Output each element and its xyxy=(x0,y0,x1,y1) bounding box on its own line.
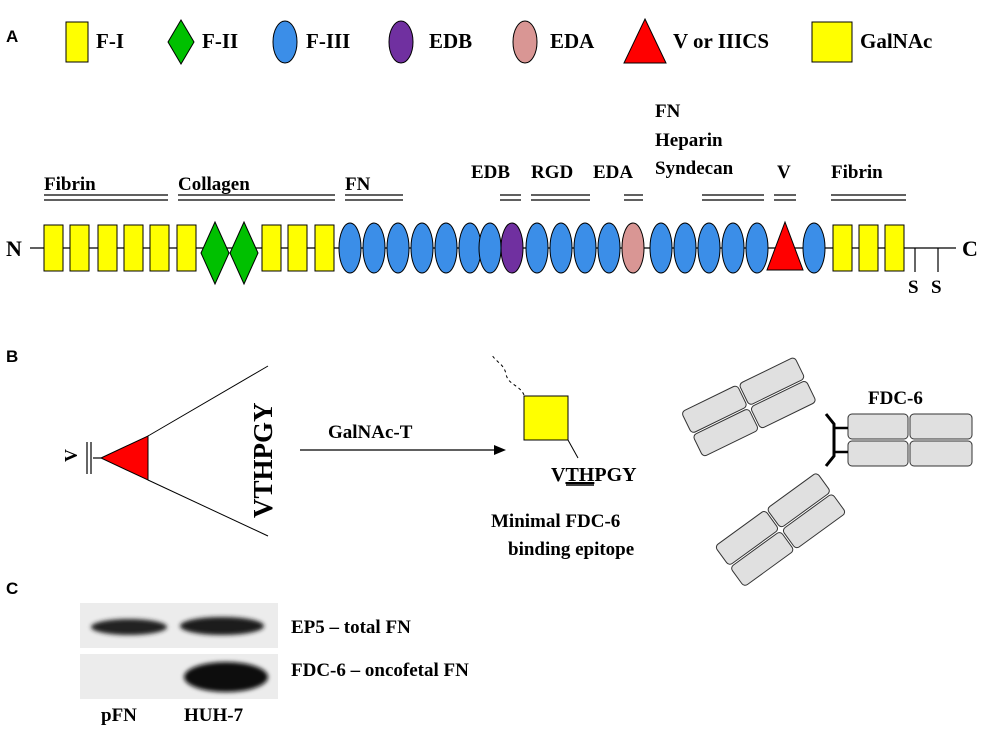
fdc6-antibody-icon xyxy=(682,357,973,586)
blot-row1-label: EP5 – total FN xyxy=(291,617,411,638)
glycopeptide: VTHPGY Minimal FDC-6 binding epitope xyxy=(491,354,637,560)
panel-label-c: C xyxy=(6,579,18,598)
disulfide-s-1: S xyxy=(908,277,919,298)
band-fdc6-huh7 xyxy=(184,662,268,692)
domain-syndecan: Syndecan xyxy=(655,158,734,179)
module-fiii-13 xyxy=(673,222,697,274)
module-fiii-5 xyxy=(434,222,458,274)
panel-label-a: A xyxy=(6,27,18,46)
module-fiii-8 xyxy=(525,222,549,274)
galnac-square-icon xyxy=(523,395,569,441)
domain-rgd: RGD xyxy=(531,162,573,183)
module-fi-10 xyxy=(832,224,853,272)
module-fiii-16 xyxy=(745,222,769,274)
module-fiii-11 xyxy=(597,222,621,274)
band-ep5-huh7 xyxy=(180,617,264,635)
legend-v-label: V or IIICS xyxy=(673,29,769,53)
module-fiii-10 xyxy=(573,222,597,274)
disulfide-s-2: S xyxy=(931,277,942,298)
module-fii-2 xyxy=(229,220,259,286)
legend-fi-label: F-I xyxy=(96,29,124,53)
domain-v: V xyxy=(777,162,791,183)
lane-label-huh7: HUH-7 xyxy=(184,705,244,726)
module-fiii-2 xyxy=(362,222,386,274)
module-fi-12 xyxy=(884,224,905,272)
module-fiii-6 xyxy=(458,222,482,274)
chain-c-terminus: C xyxy=(962,236,978,261)
module-fi-2 xyxy=(69,224,90,272)
module-fi-8 xyxy=(287,224,308,272)
chain-n-terminus: N xyxy=(6,236,22,261)
domain-edb: EDB xyxy=(471,162,510,183)
epitope-label-line1: Minimal FDC-6 xyxy=(491,511,620,532)
module-v-iiics xyxy=(766,220,804,271)
legend-fiii-icon xyxy=(272,20,298,64)
legend-fiii-label: F-III xyxy=(306,29,350,53)
module-fiii-4 xyxy=(410,222,434,274)
band-ep5-pfn xyxy=(91,619,167,635)
module-fii-1 xyxy=(200,220,230,286)
module-fiii-9 xyxy=(549,222,573,274)
module-fiii-1 xyxy=(338,222,362,274)
domain-fn: FN xyxy=(345,174,371,195)
legend-eda-icon xyxy=(512,20,538,64)
legend-fii-label: F-II xyxy=(202,29,238,53)
zoom-v-triangle xyxy=(99,435,149,481)
arrowhead-icon xyxy=(494,445,506,455)
glycosidic-bond xyxy=(567,439,579,459)
module-fiii-3 xyxy=(386,222,410,274)
domain-heparin: Heparin xyxy=(655,130,723,151)
glycosylation-reaction: GalNAc-T xyxy=(300,422,506,455)
legend-v-icon xyxy=(623,17,667,64)
module-fi-6 xyxy=(176,224,197,272)
lane-label-pfn: pFN xyxy=(101,705,137,726)
module-fiii-7 xyxy=(478,222,502,274)
legend-galnac-icon xyxy=(811,21,853,63)
panel-label-b: B xyxy=(6,347,18,366)
blot-row2-label: FDC-6 – oncofetal FN xyxy=(291,660,469,681)
domain-eda: EDA xyxy=(593,162,633,183)
module-fiii-12 xyxy=(649,222,673,274)
legend-edb-label: EDB xyxy=(429,29,472,53)
legend-fi-icon xyxy=(65,21,89,63)
epitope-label-line2: binding epitope xyxy=(508,539,634,560)
module-fiii-17 xyxy=(802,222,826,274)
domain-collagen: Collagen xyxy=(178,174,250,195)
domain-fibrin-n: Fibrin xyxy=(44,174,96,195)
module-fi-4 xyxy=(123,224,144,272)
v-domain-zoom: V VTHPGY xyxy=(61,365,278,537)
antibody-label: FDC-6 xyxy=(868,388,923,409)
legend-fii-icon xyxy=(167,19,195,65)
module-fiii-15 xyxy=(721,222,745,274)
legend-galnac-label: GalNAc xyxy=(860,29,932,53)
domain-fn-2: FN xyxy=(655,101,681,122)
glycan-chain-dashed xyxy=(491,354,525,396)
fn-chain: N C xyxy=(6,220,978,298)
module-fi-7 xyxy=(261,224,282,272)
module-fi-1 xyxy=(43,224,64,272)
glycopeptide-sequence: VTHPGY xyxy=(551,464,637,486)
module-fiii-14 xyxy=(697,222,721,274)
sequence-vertical: VTHPGY xyxy=(248,402,278,518)
legend-eda-label: EDA xyxy=(550,29,595,53)
module-edb xyxy=(500,222,524,274)
zoom-line-bottom xyxy=(147,479,269,537)
legend-edb-icon xyxy=(388,20,414,64)
module-fi-5 xyxy=(149,224,170,272)
legend: F-I F-II F-III EDB EDA V or IIICS GalNAc xyxy=(65,17,932,65)
domain-fibrin-c: Fibrin xyxy=(831,162,883,183)
module-fi-11 xyxy=(858,224,879,272)
module-fi-9 xyxy=(314,224,335,272)
module-eda xyxy=(621,222,645,274)
zoom-v-label: V xyxy=(61,449,81,462)
module-fi-3 xyxy=(97,224,118,272)
western-blot: EP5 – total FN FDC-6 – oncofetal FN pFN … xyxy=(80,603,469,726)
zoom-line-top xyxy=(147,365,269,437)
domain-labels: Fibrin Collagen FN EDB RGD EDA FN Hepari… xyxy=(44,101,906,201)
enzyme-label: GalNAc-T xyxy=(328,422,413,443)
